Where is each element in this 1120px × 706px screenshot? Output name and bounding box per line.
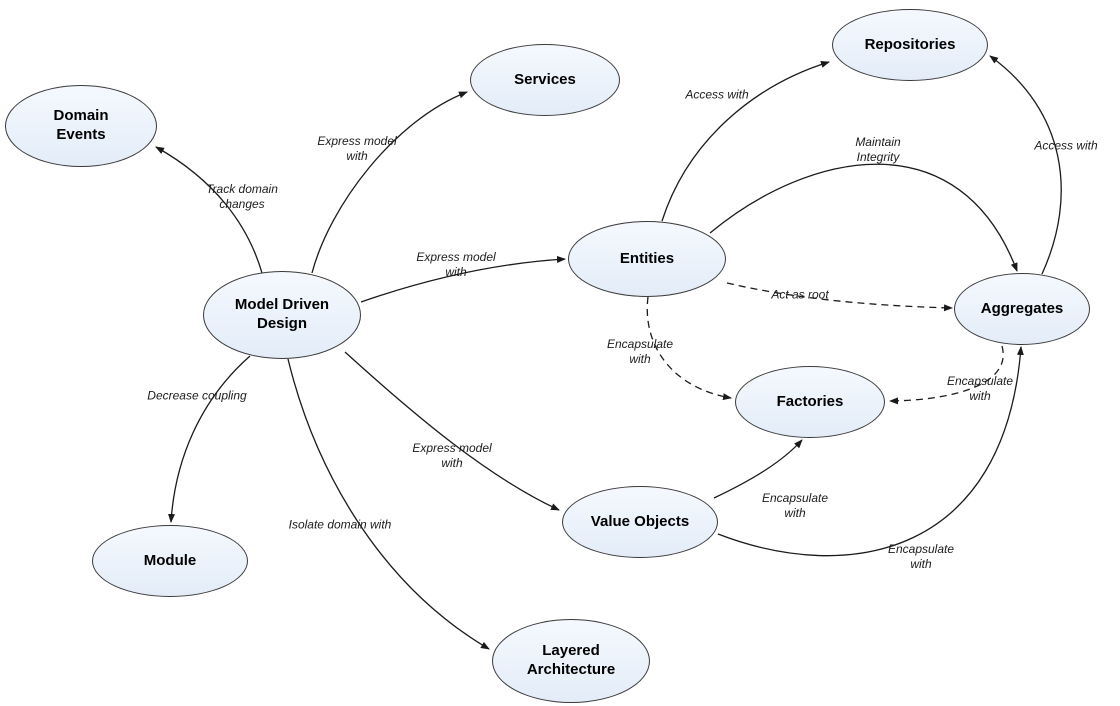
node-label: Layered Architecture	[526, 642, 616, 678]
node-value-objects: Value Objects	[562, 486, 718, 558]
edge-entities-repositories	[661, 61, 830, 222]
node-label: Domain Events	[53, 107, 109, 143]
node-label: Module	[143, 551, 197, 569]
edge-mdd-layered-architecture	[287, 358, 490, 650]
edge-value-objects-factories	[713, 439, 803, 499]
node-entities: Entities	[568, 221, 726, 297]
node-model-driven-design: Model Driven Design	[203, 271, 361, 359]
node-label: Repositories	[864, 35, 956, 53]
edge-mdd-services	[311, 91, 468, 274]
node-label: Entities	[619, 249, 675, 267]
edge-mdd-entities	[360, 255, 566, 303]
node-services: Services	[470, 44, 620, 116]
node-repositories: Repositories	[832, 9, 988, 81]
node-layered-architecture: Layered Architecture	[492, 619, 650, 703]
edge-value-objects-aggregates	[717, 346, 1024, 557]
node-aggregates: Aggregates	[954, 273, 1090, 345]
node-label: Factories	[776, 392, 844, 410]
edge-label-maintain-integrity: Maintain Integrity	[855, 135, 901, 164]
node-label: Model Driven Design	[234, 296, 330, 332]
node-label: Services	[514, 70, 576, 88]
edge-label-express-model-with-entities: Express model with	[416, 250, 496, 279]
node-label: Aggregates	[980, 299, 1064, 317]
edge-mdd-module	[168, 355, 251, 523]
edge-label-express-model-with-services: Express model with	[317, 134, 397, 163]
edge-label-access-with-aggregates: Access with	[1034, 138, 1098, 153]
edge-mdd-domain-events	[155, 146, 263, 274]
edge-label-express-model-with-value-objects: Express model with	[412, 441, 492, 470]
edge-mdd-value-objects	[344, 351, 560, 511]
edge-label-encapsulate-with-vo-aggregates: Encapsulate with	[887, 542, 955, 571]
edge-label-isolate-domain-with: Isolate domain with	[288, 517, 392, 532]
edge-entities-aggregates-integrity	[709, 163, 1018, 272]
edge-label-track-domain-changes: Track domain changes	[206, 182, 278, 211]
edge-label-encapsulate-with-aggregates-factories: Encapsulate with	[946, 374, 1014, 403]
edge-aggregates-factories	[889, 345, 1004, 405]
node-factories: Factories	[735, 366, 885, 438]
edge-label-access-with-entities: Access with	[685, 87, 749, 102]
edge-aggregates-repositories	[989, 55, 1062, 275]
edge-label-encapsulate-with-entities-factories: Encapsulate with	[606, 337, 674, 366]
edge-entities-aggregates-root	[726, 282, 953, 312]
edge-entities-factories	[646, 296, 732, 401]
edge-label-decrease-coupling: Decrease coupling	[147, 388, 247, 403]
node-module: Module	[92, 525, 248, 597]
node-label: Value Objects	[590, 512, 690, 530]
node-domain-events: Domain Events	[5, 85, 157, 167]
edge-label-act-as-root: Act as root	[771, 287, 829, 302]
edge-label-encapsulate-with-vo-factories: Encapsulate with	[761, 491, 829, 520]
